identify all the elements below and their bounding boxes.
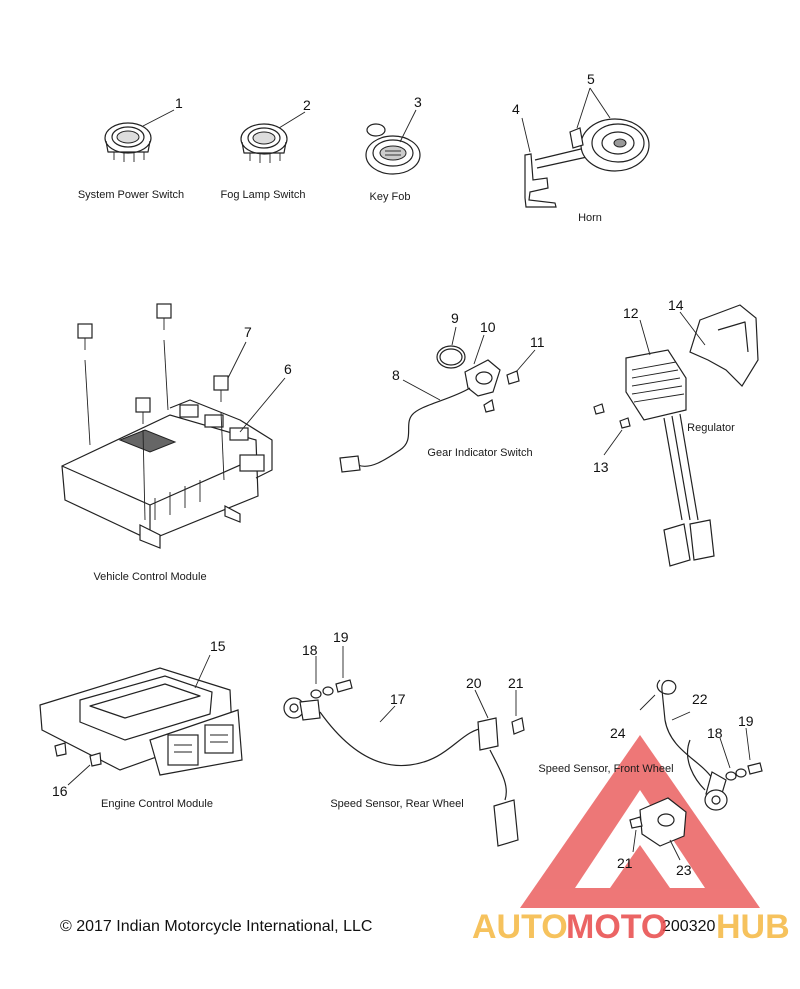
watermark-text-moto: MOTO: [566, 908, 667, 946]
part-number-18-rear: 18: [302, 642, 318, 658]
part-number-7: 7: [244, 324, 252, 340]
watermark-text-auto: AUTO: [472, 908, 568, 946]
part-number-4: 4: [512, 101, 520, 117]
part-number-15: 15: [210, 638, 226, 654]
system-power-switch: [104, 109, 175, 162]
part-number-6: 6: [284, 361, 292, 377]
part-number-5: 5: [587, 71, 595, 87]
label-rear-wheel-speed-sensor: Speed Sensor, Rear Wheel: [330, 798, 463, 810]
part-number-9: 9: [451, 310, 459, 326]
fog-lamp-switch: [240, 111, 306, 163]
label-regulator: Regulator: [687, 422, 735, 434]
diagram-id: 200320: [662, 918, 715, 935]
label-front-wheel-speed-sensor: Speed Sensor, Front Wheel: [538, 763, 673, 775]
part-number-11: 11: [530, 334, 545, 350]
part-number-2: 2: [303, 97, 311, 113]
part-number-20: 20: [466, 675, 482, 691]
copyright-notice: © 2017 Indian Motorcycle International, …: [60, 918, 372, 935]
gear-indicator-switch: [339, 326, 536, 473]
horn-assembly: [521, 87, 650, 208]
part-number-16: 16: [52, 783, 68, 799]
part-number-21-front: 21: [617, 855, 633, 871]
regulator: [593, 304, 759, 567]
part-number-24: 24: [610, 725, 626, 741]
key-fob: [365, 109, 421, 175]
watermark-text: AUTO MOTO HUB: [472, 908, 790, 946]
label-key-fob: Key Fob: [370, 191, 411, 203]
part-number-1: 1: [175, 95, 183, 111]
part-number-19-rear: 19: [333, 629, 349, 645]
label-engine-control-module: Engine Control Module: [101, 798, 213, 810]
part-number-10: 10: [480, 319, 496, 335]
part-number-22: 22: [692, 691, 708, 707]
part-number-23: 23: [676, 862, 692, 878]
watermark-text-hub: HUB: [716, 908, 790, 946]
part-number-13: 13: [593, 459, 609, 475]
part-number-8: 8: [392, 367, 400, 383]
label-fog-lamp-switch: Fog Lamp Switch: [221, 189, 306, 201]
label-gear-indicator-switch: Gear Indicator Switch: [427, 447, 532, 459]
part-number-21-rear: 21: [508, 675, 524, 691]
part-number-18-front: 18: [707, 725, 723, 741]
vehicle-control-module: [61, 303, 286, 549]
part-number-14: 14: [668, 297, 684, 313]
label-system-power-switch: System Power Switch: [78, 189, 184, 201]
part-number-3: 3: [414, 94, 422, 110]
part-number-17: 17: [390, 691, 406, 707]
front-wheel-speed-sensor: [629, 679, 763, 861]
rear-wheel-speed-sensor: [283, 646, 525, 847]
engine-control-module: [39, 654, 243, 786]
part-number-19-front: 19: [738, 713, 754, 729]
label-horn: Horn: [578, 212, 602, 224]
part-number-12: 12: [623, 305, 639, 321]
label-vehicle-control-module: Vehicle Control Module: [93, 571, 206, 583]
